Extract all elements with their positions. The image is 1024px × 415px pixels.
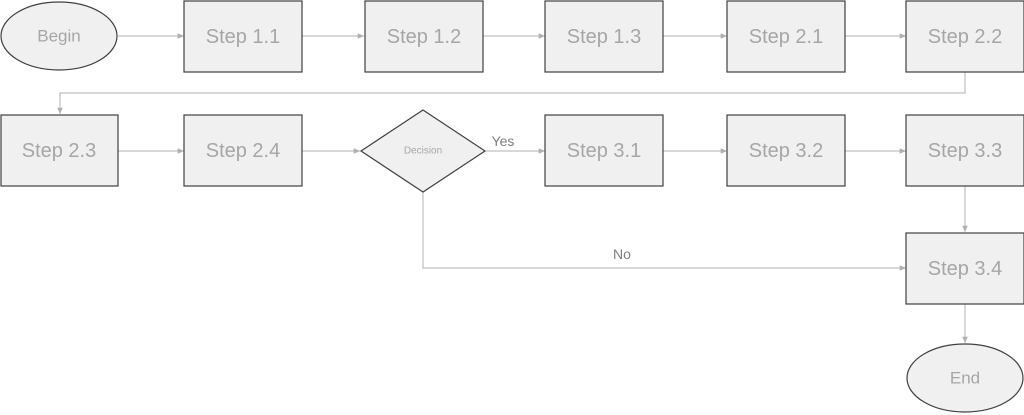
edge-s22-s23 [57, 72, 966, 114]
end-ellipse [906, 343, 1024, 413]
decision-diamond [359, 109, 487, 193]
node-label: Step 3.2 [749, 140, 824, 162]
node-label: Step 2.3 [22, 140, 97, 162]
step-box [183, 0, 303, 73]
node-label: Step 1.2 [387, 26, 462, 48]
connectors [57, 33, 968, 343]
step-box [905, 114, 1024, 187]
step-box [726, 114, 846, 187]
node-label: Step 2.4 [206, 140, 281, 162]
node-step-3-1[interactable]: Step 3.1 [544, 114, 664, 187]
edge-label-no: No [613, 246, 631, 262]
node-step-1-1[interactable]: Step 1.1 [183, 0, 303, 73]
begin-ellipse [0, 1, 118, 71]
node-label: Step 1.3 [567, 26, 642, 48]
node-step-3-4[interactable]: Step 3.4 [905, 232, 1024, 305]
node-label: Step 3.3 [928, 140, 1003, 162]
node-end[interactable]: End [906, 343, 1024, 413]
node-label: Step 3.1 [567, 140, 642, 162]
node-begin[interactable]: Begin [0, 1, 118, 71]
node-step-3-3[interactable]: Step 3.3 [905, 114, 1024, 187]
step-box [0, 114, 119, 187]
edge-decision-s34 [422, 192, 906, 271]
node-label: Step 2.1 [749, 26, 824, 48]
step-box [183, 114, 303, 187]
node-step-2-1[interactable]: Step 2.1 [726, 0, 846, 73]
edge-label-yes: Yes [492, 133, 515, 149]
node-label: Step 3.4 [928, 258, 1003, 280]
node-label: Step 1.1 [206, 26, 281, 48]
step-box [905, 232, 1024, 305]
node-decision[interactable]: Decision [359, 109, 487, 193]
node-label: Decision [404, 146, 442, 157]
node-step-1-3[interactable]: Step 1.3 [544, 0, 664, 73]
step-box [544, 114, 664, 187]
node-label: End [950, 369, 980, 388]
step-box [364, 0, 484, 73]
node-step-2-4[interactable]: Step 2.4 [183, 114, 303, 187]
node-label: Begin [37, 27, 80, 46]
step-box [544, 0, 664, 73]
node-step-2-2[interactable]: Step 2.2 [905, 0, 1024, 73]
node-step-3-2[interactable]: Step 3.2 [726, 114, 846, 187]
step-box [905, 0, 1024, 73]
node-step-1-2[interactable]: Step 1.2 [364, 0, 484, 73]
node-step-2-3[interactable]: Step 2.3 [0, 114, 119, 187]
step-box [726, 0, 846, 73]
node-label: Step 2.2 [928, 26, 1003, 48]
